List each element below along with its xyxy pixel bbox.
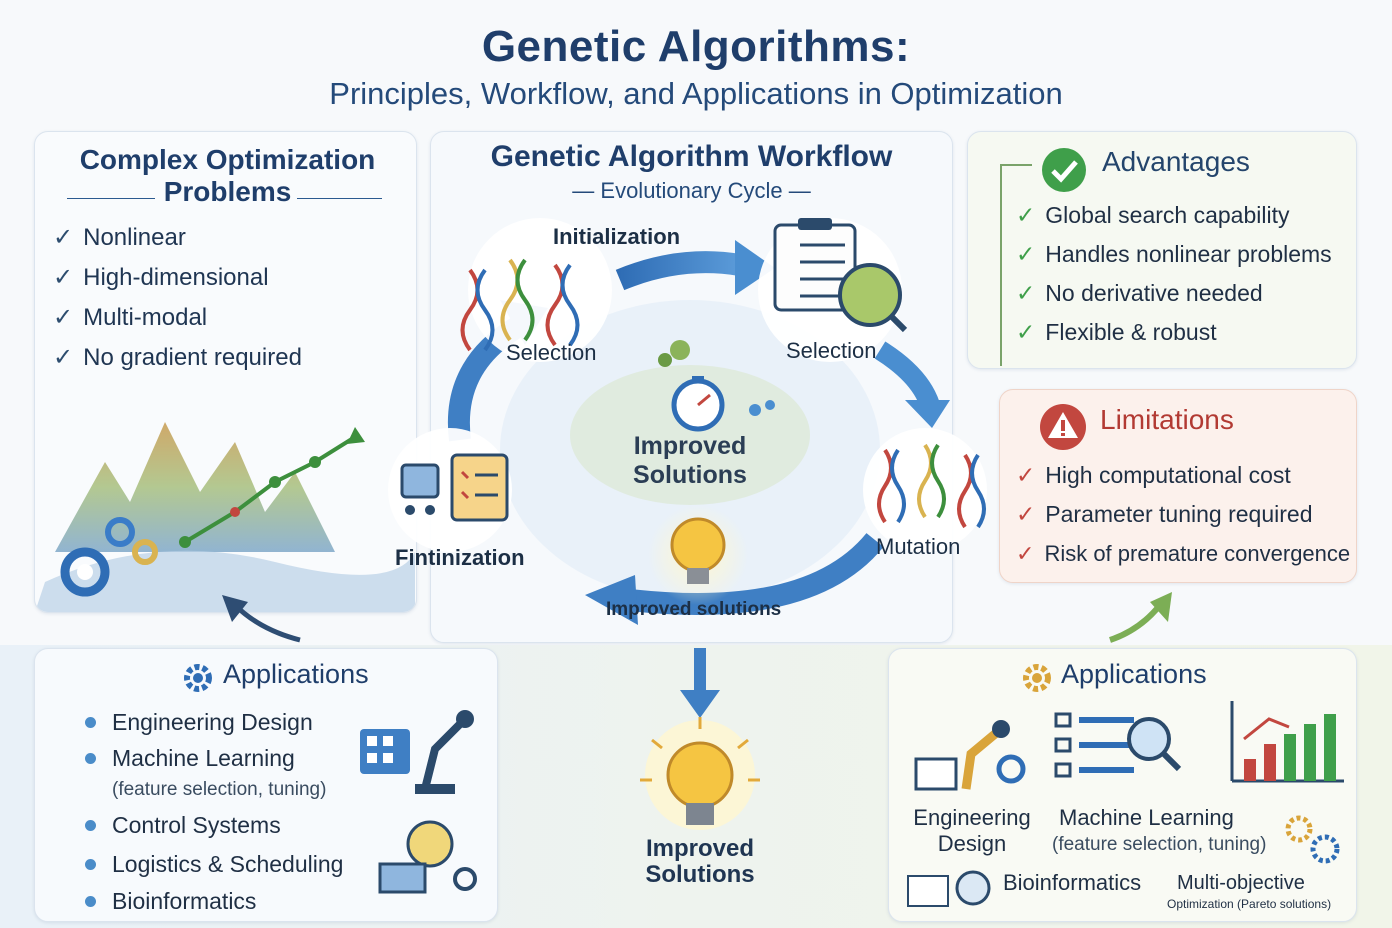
application-item: Control Systems	[85, 805, 343, 845]
check-icon: ✓	[1016, 280, 1036, 306]
gear-tools-icon	[1285, 815, 1340, 864]
problems-panel: Complex Optimization Problems ✓Nonlinear…	[34, 131, 417, 613]
advantages-panel: Advantages ✓Global search capability ✓Ha…	[967, 131, 1357, 369]
engineering-design-label: Engineering Design	[913, 805, 1031, 856]
check-icon: ✓	[1016, 462, 1036, 488]
applications-left-list: Engineering Design Machine Learning (fea…	[85, 703, 343, 919]
dna-icon	[460, 258, 580, 352]
applications-right-heading: Applications	[1061, 659, 1207, 689]
bottom-improved-solutions: Improved Solutions	[645, 835, 755, 888]
step-improved-bottom: Improved solutions	[606, 599, 782, 620]
fitness-landscape-illustration	[35, 422, 415, 612]
machine-learning-label: Machine Learning	[1059, 805, 1234, 830]
problem-item: ✓Nonlinear	[53, 218, 302, 258]
problem-item: ✓High-dimensional	[53, 258, 302, 298]
limitations-panel: Limitations ✓High computational cost ✓Pa…	[999, 389, 1357, 583]
workflow-heading: Genetic Algorithm Workflow	[490, 140, 893, 173]
stopwatch-icon	[671, 376, 725, 432]
advantage-item: ✓No derivative needed	[1016, 274, 1332, 313]
checklist-icon	[400, 453, 509, 522]
evolutionary-cycle-diagram	[388, 218, 987, 625]
check-icon: ✓	[1016, 202, 1036, 228]
check-icon: ✓	[53, 264, 74, 291]
application-note: (feature selection, tuning)	[112, 779, 327, 800]
robot-arm-icon	[360, 710, 474, 794]
step-selection-right: Selection	[786, 338, 877, 363]
bullet-icon	[85, 752, 96, 764]
bioinformatics-label: Bioinformatics	[1003, 870, 1142, 895]
limitation-item: ✓Risk of premature convergence	[1016, 534, 1350, 573]
advantages-heading: Advantages	[1102, 146, 1250, 177]
check-icon: ✓	[53, 304, 74, 331]
limitation-item: ✓High computational cost	[1016, 456, 1350, 495]
check-icon: ✓	[1016, 241, 1036, 267]
dna-icon	[877, 443, 986, 529]
application-item: Bioinformatics	[85, 883, 343, 919]
flow-arrows	[222, 592, 1172, 643]
gear-icon	[184, 664, 212, 692]
heading-rule-right	[297, 198, 382, 199]
page-title: Genetic Algorithms:	[481, 22, 911, 71]
applications-left-panel: Applications Engineering Design Machine …	[34, 648, 498, 922]
check-icon: ✓	[1016, 501, 1036, 527]
checkmark-badge-icon	[1042, 148, 1086, 192]
application-item: Engineering Design	[85, 703, 343, 741]
bullet-icon	[85, 895, 96, 907]
bullet-icon	[85, 716, 96, 728]
applications-left-heading: Applications	[223, 659, 369, 689]
problems-list: ✓Nonlinear ✓High-dimensional ✓Multi-moda…	[53, 218, 302, 378]
bullet-icon	[85, 858, 96, 870]
multi-objective-note: Optimization (Pareto solutions)	[1167, 897, 1332, 911]
check-icon: ✓	[53, 224, 74, 251]
machine-learning-note: (feature selection, tuning)	[1052, 834, 1267, 855]
bullet-icon	[85, 819, 96, 831]
gear-icon	[1023, 664, 1051, 692]
step-selection-left: Selection	[506, 340, 597, 365]
limitations-list: ✓High computational cost ✓Parameter tuni…	[1016, 456, 1350, 573]
advantage-item: ✓Flexible & robust	[1016, 313, 1332, 352]
center-improved-solutions: Improved Solutions	[633, 432, 747, 489]
workflow-subheading: — Evolutionary Cycle —	[572, 178, 811, 203]
advantages-bracket	[1000, 164, 1032, 366]
bar-chart-icon	[1230, 701, 1344, 783]
bioinformatics-icon	[907, 870, 991, 907]
warning-icon	[1040, 404, 1086, 450]
application-item: Logistics & Scheduling	[85, 845, 343, 883]
problem-item: ✓No gradient required	[53, 338, 302, 378]
problems-heading: Complex Optimization Problems	[79, 144, 376, 207]
advantages-list: ✓Global search capability ✓Handles nonli…	[1016, 196, 1332, 352]
engineering-robot-icon	[914, 720, 1026, 791]
limitations-heading: Limitations	[1100, 404, 1234, 435]
check-icon: ✓	[1016, 319, 1036, 345]
applications-right-panel: Applications Engineering Design Machine …	[888, 648, 1357, 922]
page-subtitle: Principles, Workflow, and Applications i…	[329, 76, 1063, 111]
logistics-icon	[378, 820, 477, 894]
down-arrow-icon	[680, 648, 720, 718]
lightbulb-icon	[640, 717, 760, 830]
limitation-item: ✓Parameter tuning required	[1016, 495, 1350, 534]
multi-objective-label: Multi-objective	[1177, 872, 1305, 894]
lightbulb-icon	[670, 517, 726, 584]
application-item: Machine Learning	[85, 741, 343, 775]
check-icon: ✓	[1016, 541, 1035, 566]
problem-item: ✓Multi-modal	[53, 298, 302, 338]
heading-rule-left	[67, 198, 155, 199]
advantage-item: ✓Handles nonlinear problems	[1016, 235, 1332, 274]
step-mutation: Mutation	[876, 534, 961, 559]
step-fintinization: Fintinization	[395, 545, 525, 570]
advantage-item: ✓Global search capability	[1016, 196, 1332, 235]
check-icon: ✓	[53, 344, 74, 371]
step-initialization: Initialization	[553, 224, 681, 249]
clipboard-icon	[773, 218, 908, 333]
flowchart-search-icon	[1054, 712, 1182, 778]
